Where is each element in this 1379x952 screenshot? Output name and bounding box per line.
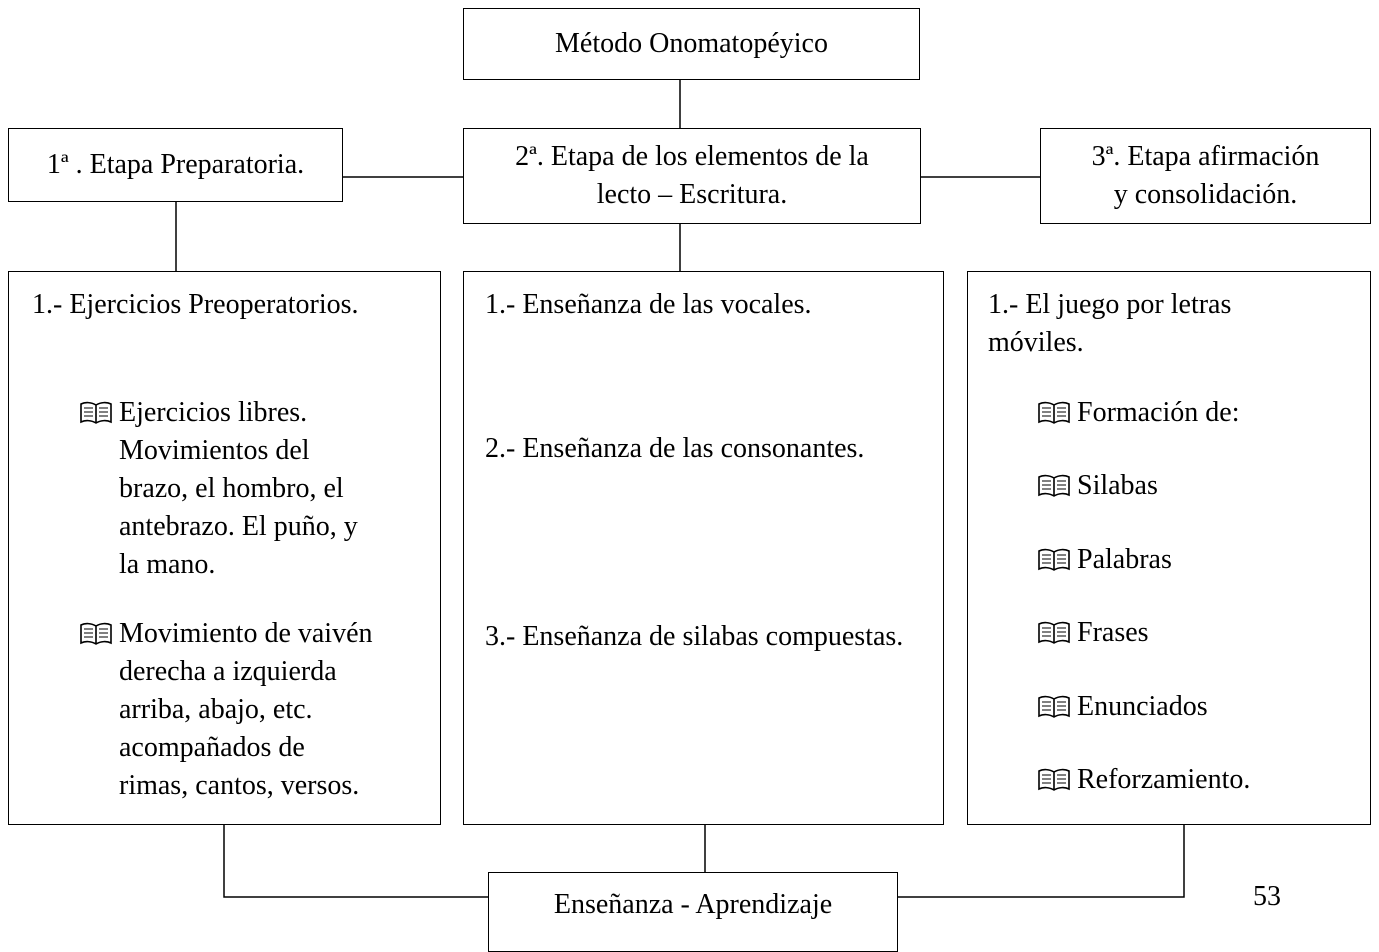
- column-3-bullet: Formación de:: [1037, 394, 1240, 432]
- column-3-box: 1.- El juego por letras móviles. Formaci…: [967, 271, 1371, 825]
- bullet-text: Reforzamiento.: [1077, 764, 1251, 795]
- stage-3-label-line1: 3ª. Etapa afirmación: [1091, 141, 1320, 172]
- column-3-heading-line2: móviles.: [988, 327, 1084, 358]
- stage-2-node: 2ª. Etapa de los elementos de la lecto –…: [463, 128, 921, 224]
- bullet-line: rimas, cantos, versos.: [119, 770, 360, 801]
- bullet-text: Enunciados: [1077, 691, 1208, 722]
- bullet-line: Ejercicios libres.: [119, 397, 308, 428]
- bullet-line: brazo, el hombro, el: [119, 473, 344, 504]
- bullet-line: la mano.: [119, 549, 216, 580]
- bullet-line: antebrazo. El puño, y: [119, 511, 358, 542]
- column-2-box: 1.- Enseñanza de las vocales. 2.- Enseña…: [463, 271, 944, 825]
- book-icon: [1037, 467, 1077, 505]
- column-3-heading-line1: 1.- El juego por letras: [988, 289, 1232, 320]
- column-2-item-1: 1.- Enseñanza de las vocales.: [485, 289, 812, 320]
- bullet-text: Palabras: [1077, 544, 1172, 575]
- stage-2-label-line1: 2ª. Etapa de los elementos de la: [515, 141, 869, 172]
- column-3-heading: 1.- El juego por letras móviles.: [988, 286, 1231, 362]
- bullet-text: Formación de:: [1077, 397, 1240, 428]
- root-title: Método Onomatopéyico: [555, 28, 828, 59]
- stage-1-node: 1ª . Etapa Preparatoria.: [8, 128, 343, 202]
- stage-1-label: 1ª . Etapa Preparatoria.: [46, 149, 305, 180]
- bottom-node: Enseñanza - Aprendizaje: [488, 872, 898, 952]
- book-icon: [1037, 761, 1077, 799]
- stage-2-label-line2: lecto – Escritura.: [596, 179, 788, 210]
- page-number: 53: [1253, 881, 1281, 912]
- bullet-line: derecha a izquierda: [119, 656, 337, 687]
- book-icon: [1037, 541, 1077, 579]
- bullet-text: Frases: [1077, 617, 1149, 648]
- book-icon: [1037, 614, 1077, 652]
- column-3-bullet: Enunciados: [1037, 688, 1208, 726]
- column-2-item-3: 3.- Enseñanza de silabas compuestas.: [485, 621, 904, 652]
- column-1-heading: 1.- Ejercicios Preoperatorios.: [32, 289, 359, 320]
- bullet-line: Movimiento de vaivén: [119, 618, 373, 649]
- root-node: Método Onomatopéyico: [463, 8, 920, 80]
- column-1-bullet-1: Ejercicios libres. Movimientos del brazo…: [79, 394, 358, 584]
- book-icon: [1037, 688, 1077, 726]
- column-1-box: 1.- Ejercicios Preoperatorios. Ejercicio…: [8, 271, 441, 825]
- bottom-label: Enseñanza - Aprendizaje: [553, 889, 833, 920]
- column-2-item-2: 2.- Enseñanza de las consonantes.: [485, 433, 865, 464]
- bullet-line: acompañados de: [119, 732, 305, 763]
- column-3-bullet: Reforzamiento.: [1037, 761, 1250, 799]
- column-3-bullet: Frases: [1037, 614, 1149, 652]
- bullet-text: Silabas: [1077, 470, 1158, 501]
- column-3-bullet: Palabras: [1037, 541, 1172, 579]
- stage-3-label-line2: y consolidación.: [1113, 179, 1298, 210]
- column-1-bullet-2: Movimiento de vaivén derecha a izquierda…: [79, 615, 373, 805]
- bullet-line: Movimientos del: [119, 435, 310, 466]
- column-3-bullet: Silabas: [1037, 467, 1158, 505]
- book-icon: [1037, 394, 1077, 432]
- bullet-line: arriba, abajo, etc.: [119, 694, 313, 725]
- stage-3-node: 3ª. Etapa afirmación y consolidación.: [1040, 128, 1371, 224]
- book-icon: [79, 394, 119, 432]
- book-icon: [79, 615, 119, 653]
